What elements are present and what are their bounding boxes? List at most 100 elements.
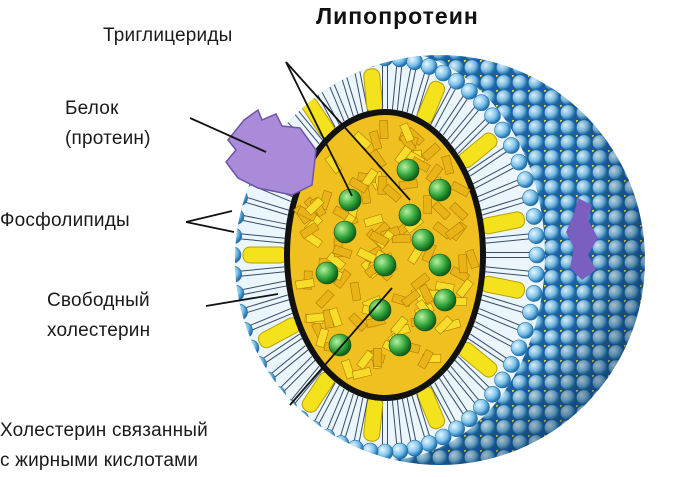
- phospholipid-head: [527, 227, 545, 244]
- fatty-acid-tail: [482, 199, 532, 216]
- fatty-acid-tail: [256, 333, 300, 363]
- phospholipid-head: [347, 55, 364, 71]
- phospholipid-head: [503, 137, 520, 154]
- fatty-acid-tail: [438, 377, 468, 421]
- fatty-acid-tail: [479, 308, 527, 329]
- cholesterol-ester: [423, 195, 433, 214]
- phospholipid-head: [235, 246, 242, 264]
- fatty-acid-tail: [275, 356, 313, 393]
- phospholipid-head: [448, 420, 465, 438]
- fatty-acid-tail: [328, 390, 350, 439]
- cholesterol-ester: [368, 130, 383, 151]
- fatty-acid-tail: [401, 61, 413, 112]
- fatty-acid-tail: [475, 163, 521, 189]
- fatty-acid-tail: [243, 308, 291, 329]
- triglyceride: [328, 333, 352, 357]
- phospholipid-head: [510, 339, 528, 357]
- cholesterol-ester: [315, 327, 330, 349]
- phospholipid-head: [332, 435, 350, 452]
- phospholipid-head: [434, 64, 452, 82]
- phospholipid-head: [517, 322, 534, 339]
- phospholipid-head: [525, 285, 543, 302]
- label-phospholipids: Фосфолипиды: [0, 210, 130, 231]
- phospholipid-head: [494, 371, 511, 389]
- cholesterol-ester: [434, 315, 454, 335]
- phospholipid-head: [517, 171, 534, 188]
- fatty-acid-tail: [467, 337, 511, 367]
- cholesterol-ester: [382, 183, 402, 203]
- phospholipid-head: [361, 442, 379, 460]
- phospholipid-head: [376, 55, 394, 67]
- cholesterol-ester: [340, 358, 356, 380]
- label-triglycerides: Триглицериды: [103, 25, 233, 46]
- cholesterol-ester: [449, 201, 469, 222]
- phospholipid-head: [318, 64, 336, 82]
- cholesterol-ester: [315, 289, 335, 309]
- phospholipid-head: [461, 82, 478, 100]
- label-protein-line2: (протеин): [65, 128, 151, 149]
- cholesterol-ester: [421, 142, 441, 162]
- fatty-acid-tail: [477, 312, 525, 334]
- phospholipid-head: [236, 322, 253, 339]
- phospholipid-head: [391, 442, 409, 460]
- phospholipid-head: [250, 356, 267, 373]
- fatty-acid-tail: [240, 194, 290, 211]
- cholesterol-ester: [373, 348, 382, 367]
- fatty-acid-tail: [357, 398, 369, 449]
- fatty-acid-tail: [406, 62, 418, 113]
- cholesterol-ester: [418, 283, 435, 305]
- phospholipid-head: [406, 439, 423, 457]
- fatty-acid-tail: [470, 147, 514, 177]
- cholesterol-ester: [431, 200, 452, 221]
- label-leader-lines: [185, 61, 411, 406]
- cholesterol-ester: [332, 244, 353, 259]
- fatty-acid-tail: [472, 159, 519, 185]
- fatty-acid-tail: [457, 117, 495, 154]
- cholesterol-ester: [425, 163, 444, 184]
- phospholipid-head: [448, 72, 465, 90]
- fatty-acid-tail: [286, 365, 320, 407]
- fatty-acid-tail: [278, 359, 316, 397]
- fatty-acid-tail: [429, 384, 455, 431]
- fatty-acid-tail: [434, 82, 460, 128]
- fatty-acid-tail: [480, 299, 530, 316]
- phospholipid-head: [235, 227, 243, 244]
- phospholipid-head: [280, 398, 297, 416]
- label-esterified-cholesterol-line2: с жирными кислотами: [0, 450, 199, 471]
- triglyceride: [433, 288, 457, 312]
- phospholipid-head: [522, 189, 539, 207]
- cholesterol-ester: [356, 247, 377, 264]
- fatty-acid-tail: [259, 337, 303, 367]
- fatty-acid-tail: [352, 397, 364, 448]
- cholesterol-ester: [356, 349, 375, 370]
- label-free-cholesterol-line1: Свободный: [47, 290, 150, 311]
- phospholipid-head: [406, 55, 423, 71]
- fatty-acid-tail: [315, 384, 341, 431]
- cholesterol-ester: [458, 254, 468, 274]
- phospholipid-head: [473, 94, 490, 112]
- fatty-acid-tail: [454, 113, 492, 151]
- cholesterol-ester: [305, 312, 326, 324]
- cholesterol-ester: [465, 248, 480, 270]
- cholesterol-ester: [399, 122, 415, 143]
- cholesterol-ester: [379, 120, 389, 140]
- cholesterol-ester: [441, 154, 455, 176]
- phospholipid-head: [494, 121, 511, 139]
- cholesterol-ester: [348, 176, 369, 194]
- fatty-acid-tail: [324, 388, 345, 437]
- cholesterol-ester: [417, 348, 434, 370]
- phospholipid-head: [235, 266, 243, 283]
- fatty-acid-tail: [396, 400, 403, 451]
- fatty-acid-tail: [310, 382, 336, 428]
- fatty-acid-tail: [235, 266, 285, 273]
- fatty-acid-tail: [265, 345, 306, 379]
- fatty-acid-tail: [472, 325, 519, 351]
- fatty-acid-tail: [235, 271, 285, 278]
- triglyceride: [333, 220, 357, 244]
- phospholipid-head: [391, 55, 409, 68]
- phospholipid-head: [292, 410, 309, 428]
- fatty-acid-tail: [411, 395, 428, 445]
- fatty-acid-tail: [240, 299, 290, 316]
- phospholipid-head: [473, 398, 490, 416]
